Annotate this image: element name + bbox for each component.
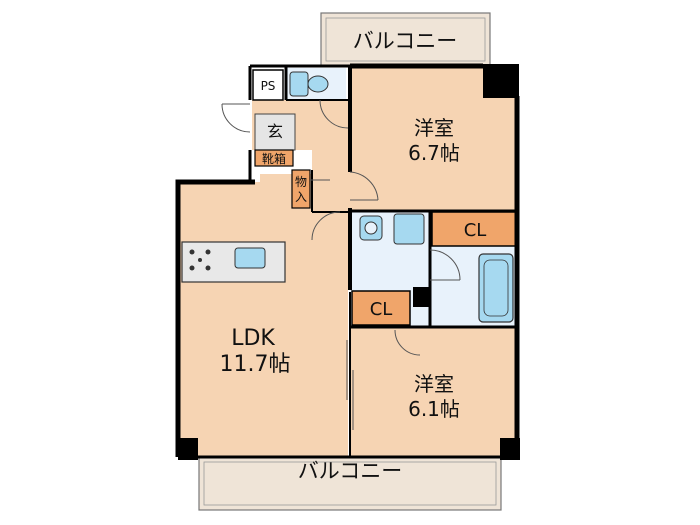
bedroom-lower-name: 洋室 [414, 372, 454, 396]
door-swings [221, 99, 461, 356]
storage-closet: 物 入 [291, 169, 311, 209]
storage-label-2: 入 [295, 190, 307, 204]
ldk-room [178, 174, 348, 457]
ldk-size: 11.7帖 [220, 352, 291, 377]
bedroom-lower [350, 327, 518, 457]
bedroom-lower-size: 6.1帖 [408, 397, 460, 421]
columns [178, 64, 520, 460]
storage-label-1: 物 [295, 175, 307, 189]
bathroom [430, 246, 517, 327]
toilet-room [286, 68, 346, 100]
closet-upper: CL [431, 211, 518, 247]
entrance-area [252, 100, 350, 151]
entrance-label: 玄 [267, 122, 283, 141]
shoe-cabinet: 靴箱 [254, 149, 294, 167]
kitchen-counter [181, 241, 286, 283]
bedroom-upper [350, 68, 517, 211]
washroom [350, 211, 430, 291]
pipe-space-label: PS [261, 79, 276, 93]
balcony-bottom: バルコニー [198, 456, 502, 511]
balcony-top-label: バルコニー [353, 29, 458, 53]
bedroom-upper-size: 6.7帖 [408, 141, 460, 165]
balcony-bottom-label: バルコニー [298, 459, 403, 483]
sliding-doors [346, 340, 354, 430]
closet-lower-label: CL [370, 299, 393, 320]
closet-lower: CL [351, 290, 411, 326]
balcony-top: バルコニー [320, 12, 491, 67]
bedroom-upper-name: 洋室 [414, 116, 454, 140]
hall [312, 150, 350, 212]
closet-upper-label: CL [464, 220, 487, 241]
pipe-space: PS [252, 69, 284, 101]
walls [175, 63, 520, 459]
shoe-cabinet-label: 靴箱 [262, 151, 286, 166]
ldk-name: LDK [231, 326, 275, 351]
